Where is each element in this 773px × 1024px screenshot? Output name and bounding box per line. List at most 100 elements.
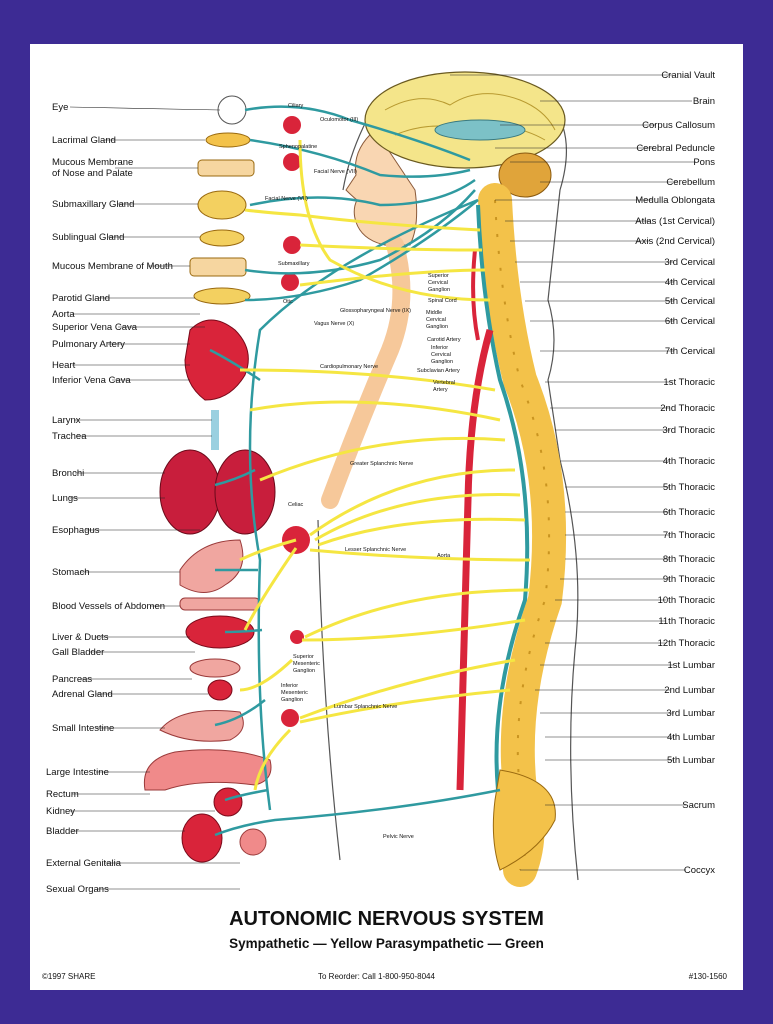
- label-heart: Heart: [52, 360, 75, 371]
- label-lesser-splanchnic: Lesser Splanchnic Nerve: [345, 547, 406, 553]
- label-submaxillary: Submaxillary: [278, 261, 309, 267]
- label-sacrum: Sacrum: [682, 800, 715, 811]
- label-1st-thoracic: 1st Thoracic: [663, 377, 715, 388]
- label-inferior-ganglion: Ganglion: [431, 359, 453, 365]
- label-parotid-gland: Parotid Gland: [52, 293, 110, 304]
- label-medulla-oblongata: Medulla Oblongata: [635, 195, 715, 206]
- label-mucous-membrane-mouth: Mucous Membrane of Mouth: [52, 261, 173, 272]
- label-pulmonary-artery: Pulmonary Artery: [52, 339, 125, 350]
- label-3rd-thoracic: 3rd Thoracic: [662, 425, 715, 436]
- label-6th-cervical: 6th Cervical: [665, 316, 715, 327]
- label-ganglion: Ganglion: [428, 287, 450, 293]
- label-11th-thoracic: 11th Thoracic: [658, 616, 715, 627]
- sacrum: [493, 770, 555, 870]
- label-inf-mesenteric-2: Mesenteric: [281, 690, 308, 696]
- label-vagus: Vagus Nerve (X): [314, 321, 354, 327]
- label-inferior-vena-cava: Inferior Vena Cava: [52, 375, 131, 386]
- label-sup-mesenteric-2: Mesenteric: [293, 661, 320, 667]
- label-superior-vena-cava: Superior Vena Cava: [52, 322, 137, 333]
- footer-reorder: To Reorder: Call 1-800-950-8044: [318, 972, 435, 981]
- carotid: [473, 250, 478, 340]
- label-inf-mesenteric-1: Inferior: [281, 683, 298, 689]
- label-inferior: Inferior: [431, 345, 448, 351]
- kidney-organ: [214, 788, 242, 816]
- label-greater-splanchnic: Greater Splanchnic Nerve: [350, 461, 413, 467]
- label-otic: Otic: [283, 299, 293, 305]
- label-inferior-cervical: Cervical: [431, 352, 451, 358]
- label-cerebellum: Cerebellum: [666, 177, 715, 188]
- label-7th-cervical: 7th Cervical: [665, 346, 715, 357]
- label-10th-thoracic: 10th Thoracic: [658, 595, 715, 606]
- label-5th-thoracic: 5th Thoracic: [663, 482, 715, 493]
- label-bronchi: Bronchi: [52, 468, 84, 479]
- label-carotid-artery: Carotid Artery: [427, 337, 461, 343]
- label-glossopharyngeal: Glossopharyngeal Nerve (IX): [340, 308, 411, 314]
- label-artery: Artery: [433, 387, 448, 393]
- label-oculomotor: Oculomotor (III): [320, 117, 358, 123]
- label-cardiopulmonary-nerve: Cardiopulmonary Nerve: [320, 364, 378, 370]
- label-3rd-cervical: 3rd Cervical: [664, 257, 715, 268]
- label-lacrimal-gland: Lacrimal Gland: [52, 135, 116, 146]
- page-subtitle: Sympathetic — Yellow Parasympathetic — G…: [0, 936, 773, 951]
- label-7th-thoracic: 7th Thoracic: [663, 530, 715, 541]
- label-4th-cervical: 4th Cervical: [665, 277, 715, 288]
- label-coccyx: Coccyx: [684, 865, 715, 876]
- label-sup-mesenteric-1: Superior: [293, 654, 314, 660]
- label-cerebral-peduncle: Cerebral Peduncle: [636, 143, 715, 154]
- label-rectum: Rectum: [46, 789, 79, 800]
- label-mucous-membrane: Mucous Membrane: [52, 157, 133, 168]
- label-vertebral: Vertebral: [433, 380, 455, 386]
- label-stomach: Stomach: [52, 567, 90, 578]
- label-9th-thoracic: 9th Thoracic: [663, 574, 715, 585]
- label-4th-thoracic: 4th Thoracic: [663, 456, 715, 467]
- label-12th-thoracic: 12th Thoracic: [658, 638, 715, 649]
- bladder-organ: [182, 814, 222, 862]
- label-superior: Superior: [428, 273, 449, 279]
- label-3rd-lumbar: 3rd Lumbar: [666, 708, 715, 719]
- label-lungs: Lungs: [52, 493, 78, 504]
- page-title: AUTONOMIC NERVOUS SYSTEM: [0, 908, 773, 931]
- label-middle-cervical: Cervical: [426, 317, 446, 323]
- label-kidney: Kidney: [46, 806, 75, 817]
- left-lung: [160, 450, 220, 534]
- label-sup-mesenteric-3: Ganglion: [293, 668, 315, 674]
- large-intestine: [144, 750, 271, 790]
- label-trachea: Trachea: [52, 431, 87, 442]
- label-esophagus: Esophagus: [52, 525, 100, 536]
- label-sexual-organs: Sexual Organs: [46, 884, 109, 895]
- label-subclavian-artery: Subclavian Artery: [417, 368, 460, 374]
- label-sublingual-gland: Sublingual Gland: [52, 232, 124, 243]
- label-aorta: Aorta: [52, 309, 75, 320]
- label-liver-ducts: Liver & Ducts: [52, 632, 109, 643]
- label-pancreas: Pancreas: [52, 674, 92, 685]
- label-corpus-callosum: Corpus Callosum: [642, 120, 715, 131]
- label-4th-lumbar: 4th Lumbar: [667, 732, 715, 743]
- label-gall-bladder: Gall Bladder: [52, 647, 104, 658]
- label-spinal-cord: Spinal Cord: [428, 298, 457, 304]
- label-external-genitalia: External Genitalia: [46, 858, 121, 869]
- stomach-organ: [180, 540, 243, 593]
- label-submaxillary-gland: Submaxillary Gland: [52, 199, 134, 210]
- label-larynx: Larynx: [52, 415, 81, 426]
- label-adrenal-gland: Adrenal Gland: [52, 689, 113, 700]
- label-lumbar-splanchnic: Lumbar Splanchnic Nerve: [334, 704, 397, 710]
- label-6th-thoracic: 6th Thoracic: [663, 507, 715, 518]
- label-pelvic-nerve: Pelvic Nerve: [383, 834, 414, 840]
- label-sphenopalatine: Sphenopalatine: [279, 144, 317, 150]
- heart-organ: [185, 320, 248, 400]
- small-intestine: [160, 710, 243, 741]
- brain: [365, 72, 565, 168]
- label-large-intestine: Large Intestine: [46, 767, 109, 778]
- label-1st-lumbar: 1st Lumbar: [667, 660, 715, 671]
- footer-copyright: ©1997 SHARE: [42, 972, 95, 981]
- label-inf-mesenteric-3: Ganglion: [281, 697, 303, 703]
- label-atlas: Atlas (1st Cervical): [635, 216, 715, 227]
- label-small-intestine: Small Intestine: [52, 723, 114, 734]
- label-cervical: Cervical: [428, 280, 448, 286]
- label-middle: Middle: [426, 310, 442, 316]
- label-2nd-thoracic: 2nd Thoracic: [660, 403, 715, 414]
- label-axis: Axis (2nd Cervical): [635, 236, 715, 247]
- label-8th-thoracic: 8th Thoracic: [663, 554, 715, 565]
- corpus-callosum: [435, 120, 525, 140]
- label-brain: Brain: [693, 96, 715, 107]
